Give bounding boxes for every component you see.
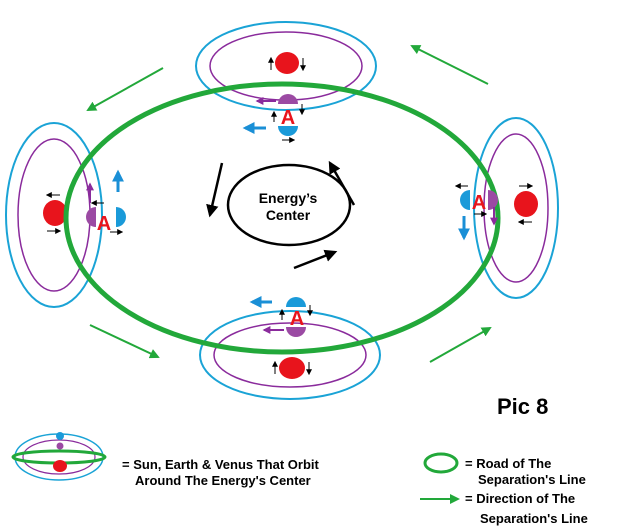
sun-bottom <box>279 357 305 379</box>
solar-system-left <box>5 122 103 308</box>
earth-letter-left: A <box>97 213 111 235</box>
venus-left <box>86 207 96 227</box>
earth-left <box>116 207 126 227</box>
legend-system-text-line2: Around The Energy's Center <box>135 473 311 488</box>
legend-road-text-line2: Separation's Line <box>478 472 586 487</box>
legend-venus <box>56 442 64 450</box>
sun-right <box>514 191 538 217</box>
earth-orbit-bottom <box>199 310 381 400</box>
legend-venus-orbit <box>22 439 96 475</box>
earth-orbit-left <box>5 122 103 308</box>
legend-system-text-line1: = Sun, Earth & Venus That Orbit <box>122 457 320 472</box>
legend-system-icon <box>11 432 107 481</box>
legend-direction-text-line1: = Direction of The <box>465 491 575 506</box>
direction-arrow-top-left <box>86 67 164 111</box>
venus-bottom <box>286 327 306 337</box>
separation-line-road <box>63 81 501 355</box>
solar-system-bottom <box>199 310 381 400</box>
legend-direction-text-line2: Separation's Line <box>480 511 588 526</box>
direction-arrow-bottom-left <box>89 324 160 359</box>
earth-venus-left: A <box>86 169 126 235</box>
earth-venus-bottom: A <box>249 296 313 337</box>
rotation-arrow-left <box>206 162 224 218</box>
earth-right <box>460 190 470 210</box>
sun-top <box>275 52 299 74</box>
earth-top <box>278 126 298 136</box>
venus-right <box>488 190 498 210</box>
earth-letter-right: A <box>472 192 486 214</box>
pic-label: Pic 8 <box>497 394 548 419</box>
direction-arrow-top-right <box>410 45 489 85</box>
earth-orbit-top <box>195 21 377 111</box>
energy-center-label-line1: Energy’s <box>259 190 318 206</box>
direction-arrow-bottom-right <box>429 327 492 363</box>
earth-orbit-right <box>473 117 559 299</box>
earth-venus-right: A <box>454 183 498 241</box>
venus-top <box>278 94 298 104</box>
legend-sun <box>53 460 67 472</box>
venus-orbit-bottom <box>213 322 367 388</box>
earth-venus-top: A <box>242 94 305 143</box>
legend-road-icon <box>423 452 459 474</box>
legend-road-text-line1: = Road of The <box>465 456 551 471</box>
legend-earth-orbit <box>14 433 104 481</box>
rotation-arrow-bottom <box>293 249 338 270</box>
energy-center-label-line2: Center <box>266 207 311 223</box>
legend-earth <box>56 432 64 440</box>
rotation-arrow-right <box>328 160 356 206</box>
sun-left <box>43 200 67 226</box>
venus-orbit-right <box>483 133 549 283</box>
earth-letter-bottom: A <box>290 308 304 330</box>
earth-letter-top: A <box>281 107 295 129</box>
solar-system-right <box>473 117 559 299</box>
legend: = Sun, Earth & Venus That Orbit Around T… <box>11 432 588 526</box>
energy-center <box>226 163 352 247</box>
earth-bottom <box>286 297 306 307</box>
